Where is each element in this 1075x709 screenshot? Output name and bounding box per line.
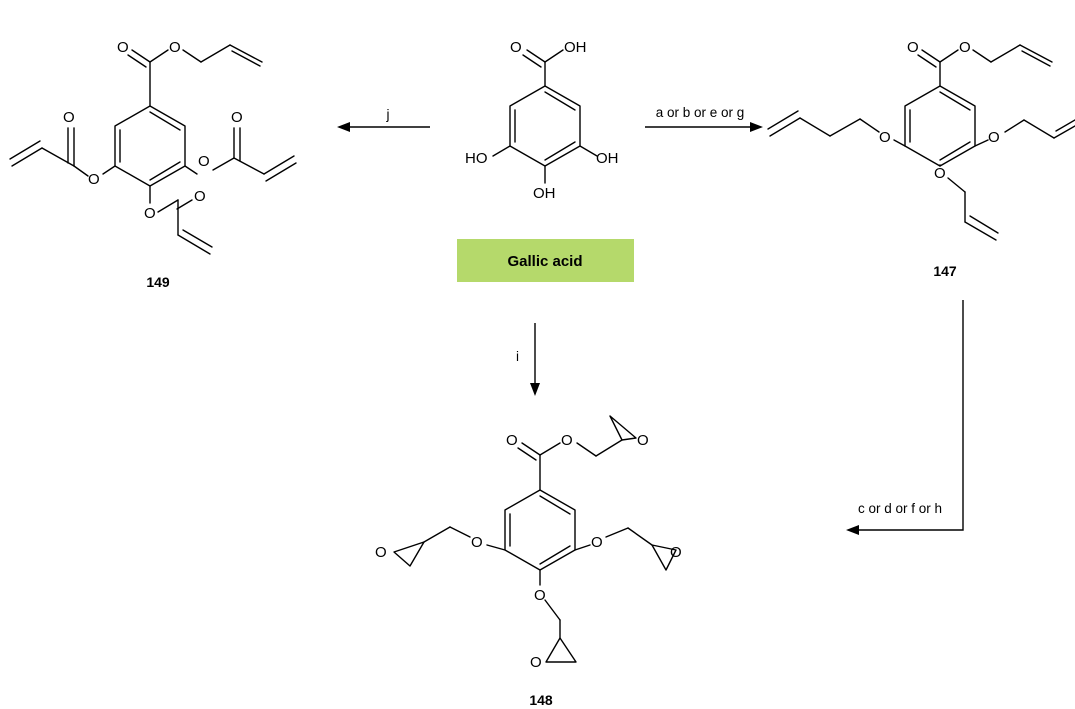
c149-o4: O — [88, 171, 100, 188]
c148-o1: O — [506, 432, 518, 449]
arrow-to-148: i — [516, 323, 540, 396]
c148-o8: O — [534, 587, 546, 604]
gallic-oh-right: OH — [596, 150, 619, 167]
c149-o6: O — [198, 153, 210, 170]
c149-o1: O — [117, 39, 129, 56]
arrow-from-147: c or d or f or h — [846, 300, 964, 535]
gallic-oh-left: HO — [465, 150, 488, 167]
c147-o4: O — [988, 129, 1000, 146]
gallic-carbonyl-o: O — [510, 39, 522, 56]
arrow-to-148-condition: i — [516, 349, 519, 364]
c147-o2: O — [959, 39, 971, 56]
gallic-oh-bottom: OH — [533, 185, 556, 202]
c147-o1: O — [907, 39, 919, 56]
gallic-acid-oh: OH — [564, 39, 587, 56]
c148-o2: O — [561, 432, 573, 449]
arrow-to-147: a or b or e or g — [645, 105, 763, 132]
compound-149-label: 149 — [146, 274, 170, 290]
c148-o9: O — [530, 654, 542, 671]
c148-o6: O — [591, 534, 603, 551]
arrow-to-147-condition: a or b or e or g — [656, 105, 745, 120]
compound-149-structure: O O O O O O O O — [9, 39, 297, 255]
c147-o3: O — [879, 129, 891, 146]
gallic-acid-name: Gallic acid — [507, 253, 582, 270]
c149-o5: O — [231, 109, 243, 126]
arrow-from-147-condition: c or d or f or h — [858, 501, 942, 516]
gallic-acid-name-box: Gallic acid — [457, 239, 634, 282]
c149-o7: O — [144, 205, 156, 222]
c148-o7: O — [670, 544, 682, 561]
compound-148-structure: O O O O O O O O O — [375, 415, 682, 671]
c149-o3: O — [63, 109, 75, 126]
c147-o5: O — [934, 165, 946, 182]
compound-148-label: 148 — [529, 692, 553, 708]
compound-147-structure: O O O O O — [767, 39, 1075, 241]
c148-o3: O — [637, 432, 649, 449]
c148-o4: O — [471, 534, 483, 551]
gallic-acid-structure: O OH HO OH OH — [465, 39, 619, 202]
c149-o8: O — [194, 188, 206, 205]
c149-o2: O — [169, 39, 181, 56]
c148-o5: O — [375, 544, 387, 561]
compound-147-label: 147 — [933, 263, 957, 279]
arrow-to-149: j — [337, 107, 430, 132]
arrow-to-149-condition: j — [386, 107, 390, 122]
name-box-background — [457, 239, 634, 282]
